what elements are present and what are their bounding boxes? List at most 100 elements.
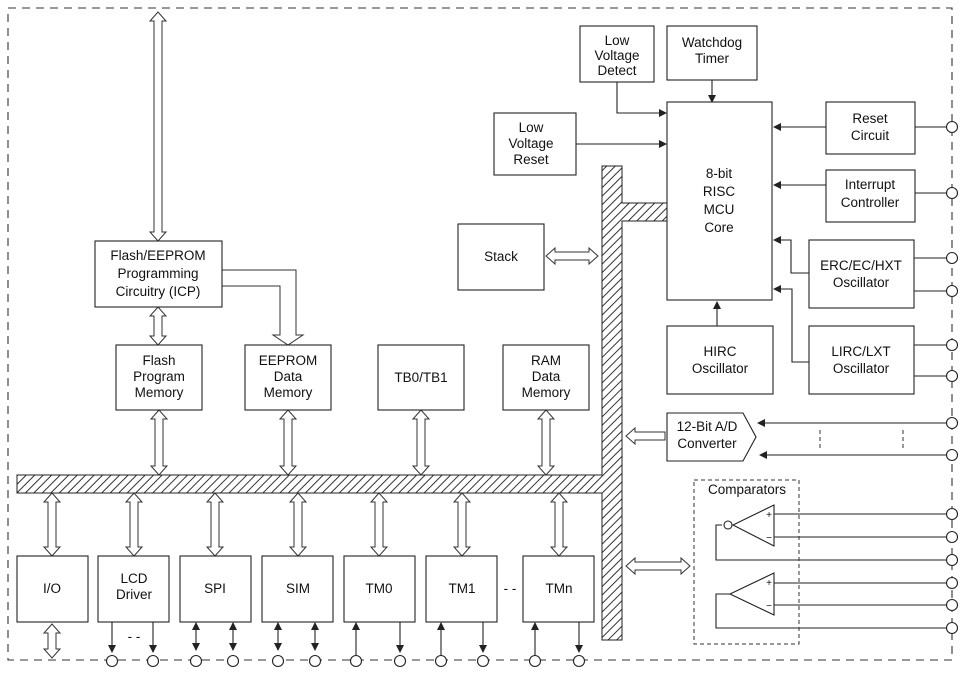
svg-text:−: −	[766, 601, 772, 612]
svg-text:TM0: TM0	[366, 581, 393, 596]
block-tm1: TM1	[425, 555, 498, 623]
lcd-bus-arrow	[124, 492, 144, 557]
pin-terminal	[945, 507, 959, 521]
pin-terminal	[945, 338, 959, 352]
pin-terminal	[226, 654, 240, 668]
pin-terminal	[945, 530, 959, 544]
pin-terminal	[434, 654, 448, 668]
icp-external-arrow	[148, 11, 168, 242]
pin-terminal	[945, 553, 959, 567]
svg-text:−: −	[766, 533, 772, 544]
adc-bus-arrow	[625, 426, 666, 446]
icp-to-eeprom-arrow	[221, 269, 305, 346]
pin-terminal	[945, 369, 959, 383]
connection-lines	[108, 80, 952, 656]
block-tmn: TMn	[522, 555, 595, 623]
block-sim: SIM	[261, 555, 334, 623]
pins	[105, 120, 959, 668]
pin-terminal	[349, 654, 363, 668]
sim-bus-arrow	[288, 492, 308, 557]
pin-terminal	[189, 654, 203, 668]
svg-text:SIM: SIM	[286, 581, 310, 596]
pin-terminal	[528, 654, 542, 668]
svg-text:+: +	[766, 510, 772, 521]
svg-text:Stack: Stack	[484, 249, 518, 264]
svg-text:+: +	[766, 578, 772, 589]
eeprom-bus-arrow	[278, 409, 298, 476]
block-tm0: TM0	[343, 555, 416, 623]
tm0-bus-arrow	[369, 492, 389, 557]
tmn-bus-arrow	[549, 492, 569, 557]
block-stack: Stack	[457, 223, 545, 291]
block-comparators: Comparators + − + −	[693, 479, 800, 645]
svg-text:SPI: SPI	[204, 581, 226, 596]
pin-terminal	[308, 654, 322, 668]
block-spi: SPI	[179, 555, 252, 623]
svg-text:I/O: I/O	[43, 581, 61, 596]
comparator-1: + −	[723, 504, 775, 547]
svg-text:TMn: TMn	[546, 581, 573, 596]
lcd-ellipsis: - -	[128, 629, 141, 644]
bidirectional-arrows	[42, 11, 691, 659]
flash-bus-arrow	[149, 409, 169, 476]
pin-terminal	[945, 621, 959, 635]
pin-terminal	[146, 654, 160, 668]
comparator-bus-arrow	[625, 556, 691, 576]
comparator-2: + −	[728, 572, 775, 616]
svg-text:TM1: TM1	[449, 581, 476, 596]
pin-terminal	[945, 416, 959, 430]
pin-terminal	[945, 284, 959, 298]
pin-terminal	[572, 654, 586, 668]
ram-bus-arrow	[536, 409, 556, 476]
pin-terminal	[105, 654, 119, 668]
block-io: I/O	[16, 555, 89, 623]
io-bus-arrow	[42, 492, 62, 557]
io-pin-arrow	[42, 623, 62, 659]
spi-bus-arrow	[205, 492, 225, 557]
pin-terminal	[945, 576, 959, 590]
tm-ellipsis: - -	[504, 581, 517, 596]
stack-bus-arrow	[545, 246, 599, 266]
svg-text:TB0/TB1: TB0/TB1	[394, 370, 447, 385]
pin-terminal	[945, 186, 959, 200]
tm1-bus-arrow	[452, 492, 472, 557]
block-tb0-tb1: TB0/TB1	[377, 344, 465, 411]
svg-text:Comparators: Comparators	[708, 482, 786, 497]
tb-bus-arrow	[411, 409, 431, 476]
icp-to-flash-arrow	[148, 306, 168, 346]
pin-terminal	[393, 654, 407, 668]
pin-terminal	[945, 120, 959, 134]
label: Low	[605, 33, 630, 48]
pin-terminal	[271, 654, 285, 668]
pin-terminal	[945, 448, 959, 462]
